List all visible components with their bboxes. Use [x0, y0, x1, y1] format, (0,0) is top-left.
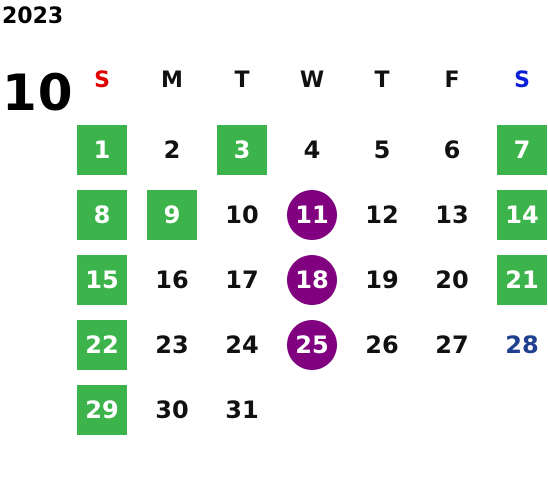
- day-number: 18: [287, 254, 337, 305]
- day-number: 25: [287, 319, 337, 370]
- day-cell[interactable]: 15: [67, 247, 137, 312]
- day-number: 30: [155, 395, 189, 424]
- day-cell[interactable]: 29: [67, 377, 137, 442]
- day-cell[interactable]: 18: [277, 247, 347, 312]
- day-cell[interactable]: 9: [137, 182, 207, 247]
- day-cell[interactable]: 16: [137, 247, 207, 312]
- day-cell[interactable]: 27: [417, 312, 487, 377]
- day-number: 4: [303, 135, 321, 164]
- weekday-header-sat: S: [514, 67, 530, 93]
- day-cell[interactable]: 25: [277, 312, 347, 377]
- day-cell[interactable]: 11: [277, 182, 347, 247]
- day-number: 19: [365, 265, 399, 294]
- day-number: 22: [77, 319, 127, 370]
- day-cell[interactable]: 12: [347, 182, 417, 247]
- day-cell[interactable]: 24: [207, 312, 277, 377]
- day-number: 6: [443, 135, 461, 164]
- day-cell[interactable]: 22: [67, 312, 137, 377]
- day-number: 10: [225, 200, 259, 229]
- day-cell[interactable]: 3: [207, 117, 277, 182]
- day-number: 31: [225, 395, 259, 424]
- day-number: 3: [217, 124, 267, 175]
- day-cell[interactable]: 8: [67, 182, 137, 247]
- day-number: 17: [225, 265, 259, 294]
- day-number: 5: [373, 135, 391, 164]
- day-cell[interactable]: 17: [207, 247, 277, 312]
- year-label: 2023: [2, 4, 64, 29]
- day-cell[interactable]: 19: [347, 247, 417, 312]
- day-cell[interactable]: 2: [137, 117, 207, 182]
- day-cell[interactable]: 30: [137, 377, 207, 442]
- day-cell[interactable]: 13: [417, 182, 487, 247]
- day-number: 16: [155, 265, 189, 294]
- day-number: 13: [435, 200, 469, 229]
- weekday-header-thu: T: [374, 67, 390, 93]
- day-number: 29: [77, 384, 127, 435]
- day-cell[interactable]: 1: [67, 117, 137, 182]
- day-cell[interactable]: 10: [207, 182, 277, 247]
- day-cell[interactable]: 20: [417, 247, 487, 312]
- day-cell[interactable]: 4: [277, 117, 347, 182]
- weekday-header-sun: S: [94, 67, 110, 93]
- day-number: 1: [77, 124, 127, 175]
- day-number: 11: [287, 189, 337, 240]
- weekday-header-tue: T: [234, 67, 250, 93]
- day-number: 8: [77, 189, 127, 240]
- day-number: 2: [163, 135, 181, 164]
- day-number: 24: [225, 330, 259, 359]
- day-cell[interactable]: 5: [347, 117, 417, 182]
- day-number: 21: [497, 254, 547, 305]
- day-cell[interactable]: 14: [487, 182, 548, 247]
- day-cell[interactable]: 23: [137, 312, 207, 377]
- weekday-header-fri: F: [444, 67, 460, 93]
- day-number: 7: [497, 124, 547, 175]
- day-number: 26: [365, 330, 399, 359]
- day-cell[interactable]: 28: [487, 312, 548, 377]
- day-number: 12: [365, 200, 399, 229]
- day-cell[interactable]: 6: [417, 117, 487, 182]
- day-number: 14: [497, 189, 547, 240]
- day-number: 23: [155, 330, 189, 359]
- day-cell[interactable]: 21: [487, 247, 548, 312]
- day-number: 27: [435, 330, 469, 359]
- day-cell[interactable]: 31: [207, 377, 277, 442]
- day-cell[interactable]: 26: [347, 312, 417, 377]
- month-label: 10: [2, 64, 74, 122]
- day-cell[interactable]: 7: [487, 117, 548, 182]
- weekday-header-wed: W: [299, 67, 325, 93]
- day-number: 15: [77, 254, 127, 305]
- day-number: 9: [147, 189, 197, 240]
- day-number: 20: [435, 265, 469, 294]
- weekday-header-mon: M: [161, 67, 183, 93]
- day-number: 28: [505, 330, 539, 359]
